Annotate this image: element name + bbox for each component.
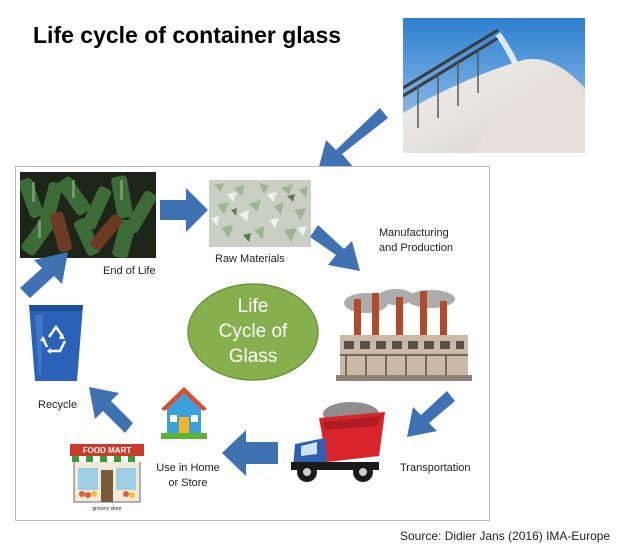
page-title: Life cycle of container glass: [33, 22, 342, 48]
center-line-3: Glass: [228, 346, 278, 367]
source-citation: Source: Didier Jans (2016) IMA-Europe: [400, 529, 611, 543]
center-line-1: Life: [237, 296, 269, 317]
label-manufacturing-line1: Manufacturing: [379, 227, 449, 239]
label-raw-materials: Raw Materials: [215, 253, 285, 265]
label-use: Use in Home or Store: [156, 461, 220, 491]
label-end-of-life: End of Life: [103, 265, 156, 277]
cullet-photo: [209, 180, 311, 247]
arrow-endoflife-to-raw: [160, 188, 208, 232]
center-title: Life Cycle of Glass: [186, 294, 320, 369]
arrow-raw-to-manufacturing: [310, 225, 360, 271]
house-icon: [161, 387, 207, 439]
dump-truck-illustration: [289, 398, 389, 486]
label-manufacturing: Manufacturing and Production: [379, 226, 453, 256]
label-use-line2: or Store: [168, 477, 208, 489]
sand-quarry-photo: [403, 18, 585, 153]
bottles-photo: [20, 172, 156, 258]
recycling-bin-illustration: [27, 301, 85, 383]
center-line-2: Cycle of: [218, 321, 288, 342]
store-caption-text: grocery store: [92, 506, 121, 512]
center-ellipse: [187, 283, 319, 381]
arrow-photo-to-cycle: [316, 108, 388, 178]
label-use-line1: Use in Home: [156, 462, 220, 474]
arrow-recycle-to-endoflife: [20, 252, 68, 298]
grocery-store-illustration: FOOD MART grocery store: [68, 442, 146, 512]
label-transportation: Transportation: [400, 462, 471, 474]
label-recycle: Recycle: [38, 399, 78, 411]
label-manufacturing-line2: and Production: [379, 242, 453, 254]
arrow-transport-to-use: [222, 430, 278, 476]
arrow-use-to-recycle: [89, 387, 133, 433]
arrow-manufacturing-to-transport: [407, 391, 455, 437]
store-sign-text: FOOD MART: [83, 446, 132, 455]
factory-illustration: [336, 289, 472, 383]
